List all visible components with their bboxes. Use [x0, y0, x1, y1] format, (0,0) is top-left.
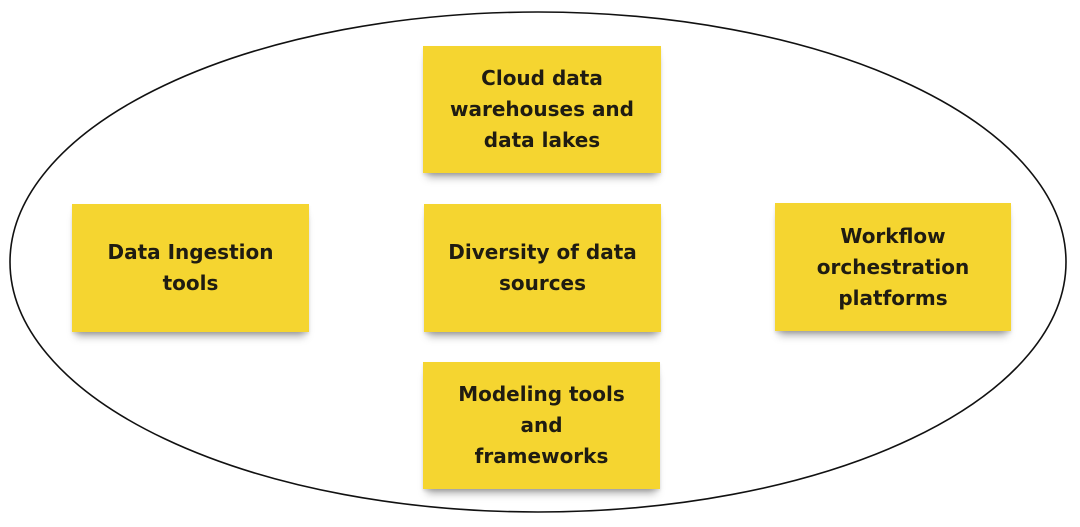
sticky-note-label: Diversity of data sources — [448, 240, 637, 295]
sticky-note-modeling-tools: Modeling tools and frameworks — [423, 362, 660, 489]
sticky-note-diversity-sources: Diversity of data sources — [424, 204, 661, 332]
sticky-note-label: Modeling tools and frameworks — [458, 382, 625, 468]
sticky-note-cloud-warehouses: Cloud data warehouses and data lakes — [423, 46, 661, 173]
sticky-note-workflow-orchestration: Workflow orchestration platforms — [775, 203, 1011, 331]
sticky-note-data-ingestion: Data Ingestion tools — [72, 204, 309, 332]
sticky-note-label: Cloud data warehouses and data lakes — [449, 66, 634, 152]
sticky-note-label: Data Ingestion tools — [107, 240, 274, 295]
sticky-note-label: Workflow orchestration platforms — [816, 223, 970, 310]
